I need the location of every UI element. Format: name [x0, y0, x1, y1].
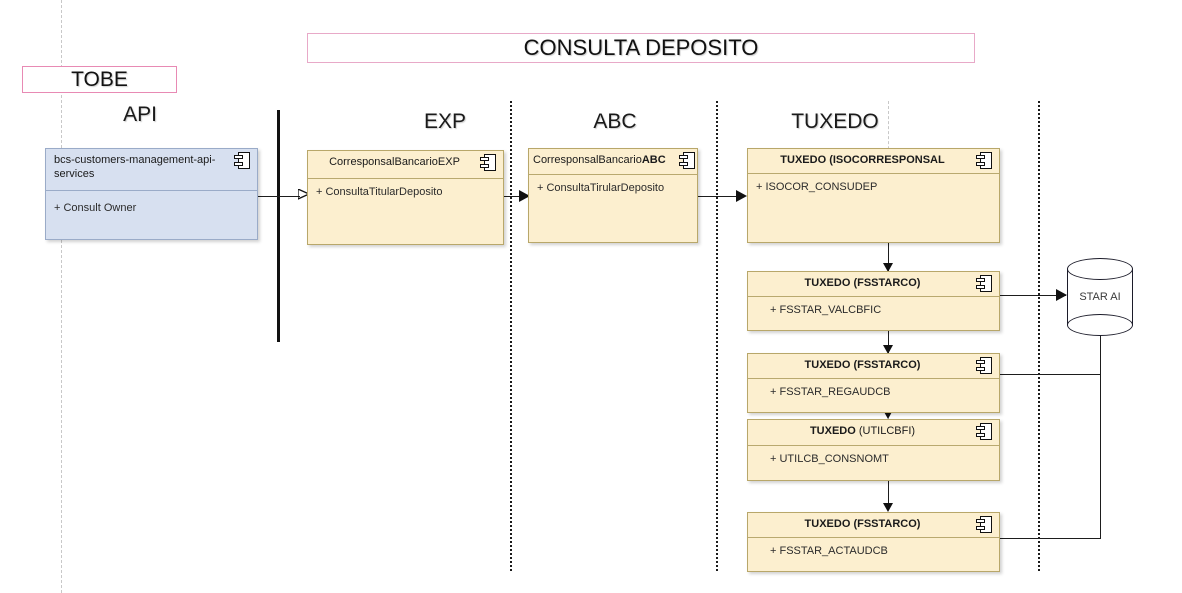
component-header: CorresponsalBancarioEXP [308, 151, 503, 179]
lane-label-tuxedo: TUXEDO [791, 110, 879, 133]
component-operation: + FSSTAR_VALCBFIC [770, 304, 882, 316]
component-operation: + FSSTAR_ACTAUDCB [770, 545, 888, 557]
component-tuxedo-fsstarco-regaudcb[interactable]: TUXEDO (FSSTARCO) + FSSTAR_REGAUDCB [747, 353, 1000, 413]
uml-component-icon [976, 423, 992, 440]
lane-label-exp: EXP [423, 110, 467, 133]
component-tuxedo-isocorresponsal[interactable]: TUXEDO (ISOCORRESPONSAL + ISOCOR_CONSUDE… [747, 148, 1000, 243]
component-header: TUXEDO (ISOCORRESPONSAL [748, 149, 999, 174]
component-operation: + FSSTAR_REGAUDCB [770, 386, 891, 398]
uml-component-icon [976, 516, 992, 533]
datastore-star-ai: STAR AI [1067, 258, 1133, 336]
datastore-bottom-ellipse [1067, 314, 1133, 336]
component-header: TUXEDO (FSSTARCO) [748, 354, 999, 379]
connector-valcbfic-to-regaudcb [888, 331, 889, 353]
uml-component-icon [234, 152, 250, 169]
connector-abc-to-tuxedo [697, 196, 745, 197]
component-header: TUXEDO (FSSTARCO) [748, 272, 999, 297]
component-header: TUXEDO (FSSTARCO) [748, 513, 999, 538]
diagram-title-banner: CONSULTA DEPOSITO [307, 33, 975, 63]
arrow-head-api-to-exp [298, 189, 311, 200]
arrow-regaudcb-to-utilcbfi [883, 410, 893, 419]
component-header-text: TUXEDO (FSSTARCO) [804, 277, 921, 289]
connector-bus-to-datastore [1100, 333, 1101, 539]
component-operation: + ISOCOR_CONSUDEP [756, 181, 878, 193]
tobe-banner: TOBE [22, 66, 177, 93]
lane-divider-abc-tuxedo [716, 101, 718, 571]
component-corresponsal-bancario-abc[interactable]: CorresponsalBancarioABC + ConsultaTirula… [528, 148, 698, 243]
component-header-text: CorresponsalBancarioEXP [329, 156, 460, 168]
component-operation: + Consult Owner [54, 202, 137, 214]
uml-component-icon [480, 154, 496, 171]
guide-line-left [61, 0, 62, 593]
lane-label-api: API [123, 103, 157, 126]
arrow-valcbfic-to-regaudcb [883, 345, 893, 354]
component-bcs-customers-management-api-services[interactable]: bcs-customers-management-api-services + … [45, 148, 258, 240]
lane-label-abc: ABC [593, 110, 637, 133]
connector-exp-to-abc [500, 196, 530, 197]
component-header-text: (UTILCBFI) [855, 425, 916, 437]
lane-divider-api-exp [277, 110, 280, 342]
connector-regaudcb-to-bus [1000, 374, 1101, 375]
component-header-text: CorresponsalBancario [533, 154, 642, 166]
uml-component-icon [976, 275, 992, 292]
uml-component-icon [976, 152, 992, 169]
component-tuxedo-fsstarco-valcbfic[interactable]: TUXEDO (FSSTARCO) + FSSTAR_VALCBFIC [747, 271, 1000, 331]
diagram-title: CONSULTA DEPOSITO [523, 35, 759, 60]
connector-valcbfic-to-datastore [1000, 295, 1066, 296]
tobe-label: TOBE [71, 67, 128, 91]
component-header-text: TUXEDO (FSSTARCO) [804, 359, 921, 371]
component-header-text: TUXEDO (ISOCORRESPONSAL [780, 154, 945, 166]
component-header-text: TUXEDO (FSSTARCO) [804, 518, 921, 530]
datastore-top-ellipse [1067, 258, 1133, 280]
connector-api-to-exp [258, 196, 306, 197]
component-header-accent: ABC [641, 154, 666, 166]
component-operation: + UTILCB_CONSNOMT [770, 453, 889, 465]
arrow-utilcbfi-to-actaudcb [883, 503, 893, 512]
datastore-label: STAR AI [1079, 291, 1121, 303]
arrow-iso-to-valcbfic [883, 263, 893, 272]
uml-component-icon [679, 152, 695, 169]
component-header: CorresponsalBancarioABC [529, 149, 697, 175]
lane-divider-tuxedo-right [1038, 101, 1040, 571]
arrow-head-exp-to-abc [519, 190, 530, 202]
component-corresponsal-bancario-exp[interactable]: CorresponsalBancarioEXP + ConsultaTitula… [307, 150, 504, 245]
component-header: TUXEDO (UTILCBFI) [748, 420, 999, 446]
uml-component-icon [976, 357, 992, 374]
arrow-head-abc-to-tuxedo [736, 190, 747, 202]
arrow-head-valcbfic-to-datastore [1056, 289, 1067, 301]
lane-divider-exp-abc [510, 101, 512, 571]
component-header-accent: TUXEDO [809, 425, 856, 437]
connector-actaudcb-to-bus [1000, 538, 1101, 539]
component-operation: + ConsultaTirularDeposito [537, 182, 665, 194]
component-header: bcs-customers-management-api-services [46, 149, 257, 191]
component-operation: + ConsultaTitularDeposito [316, 186, 443, 198]
connector-iso-to-valcbfic [888, 243, 889, 271]
component-header-text: bcs-customers-management-api-services [54, 154, 216, 180]
component-tuxedo-fsstarco-actaudcb[interactable]: TUXEDO (FSSTARCO) + FSSTAR_ACTAUDCB [747, 512, 1000, 572]
component-tuxedo-utilcbfi-consnomt[interactable]: TUXEDO (UTILCBFI) + UTILCB_CONSNOMT [747, 419, 1000, 481]
connector-utilcbfi-to-actaudcb [888, 481, 889, 509]
